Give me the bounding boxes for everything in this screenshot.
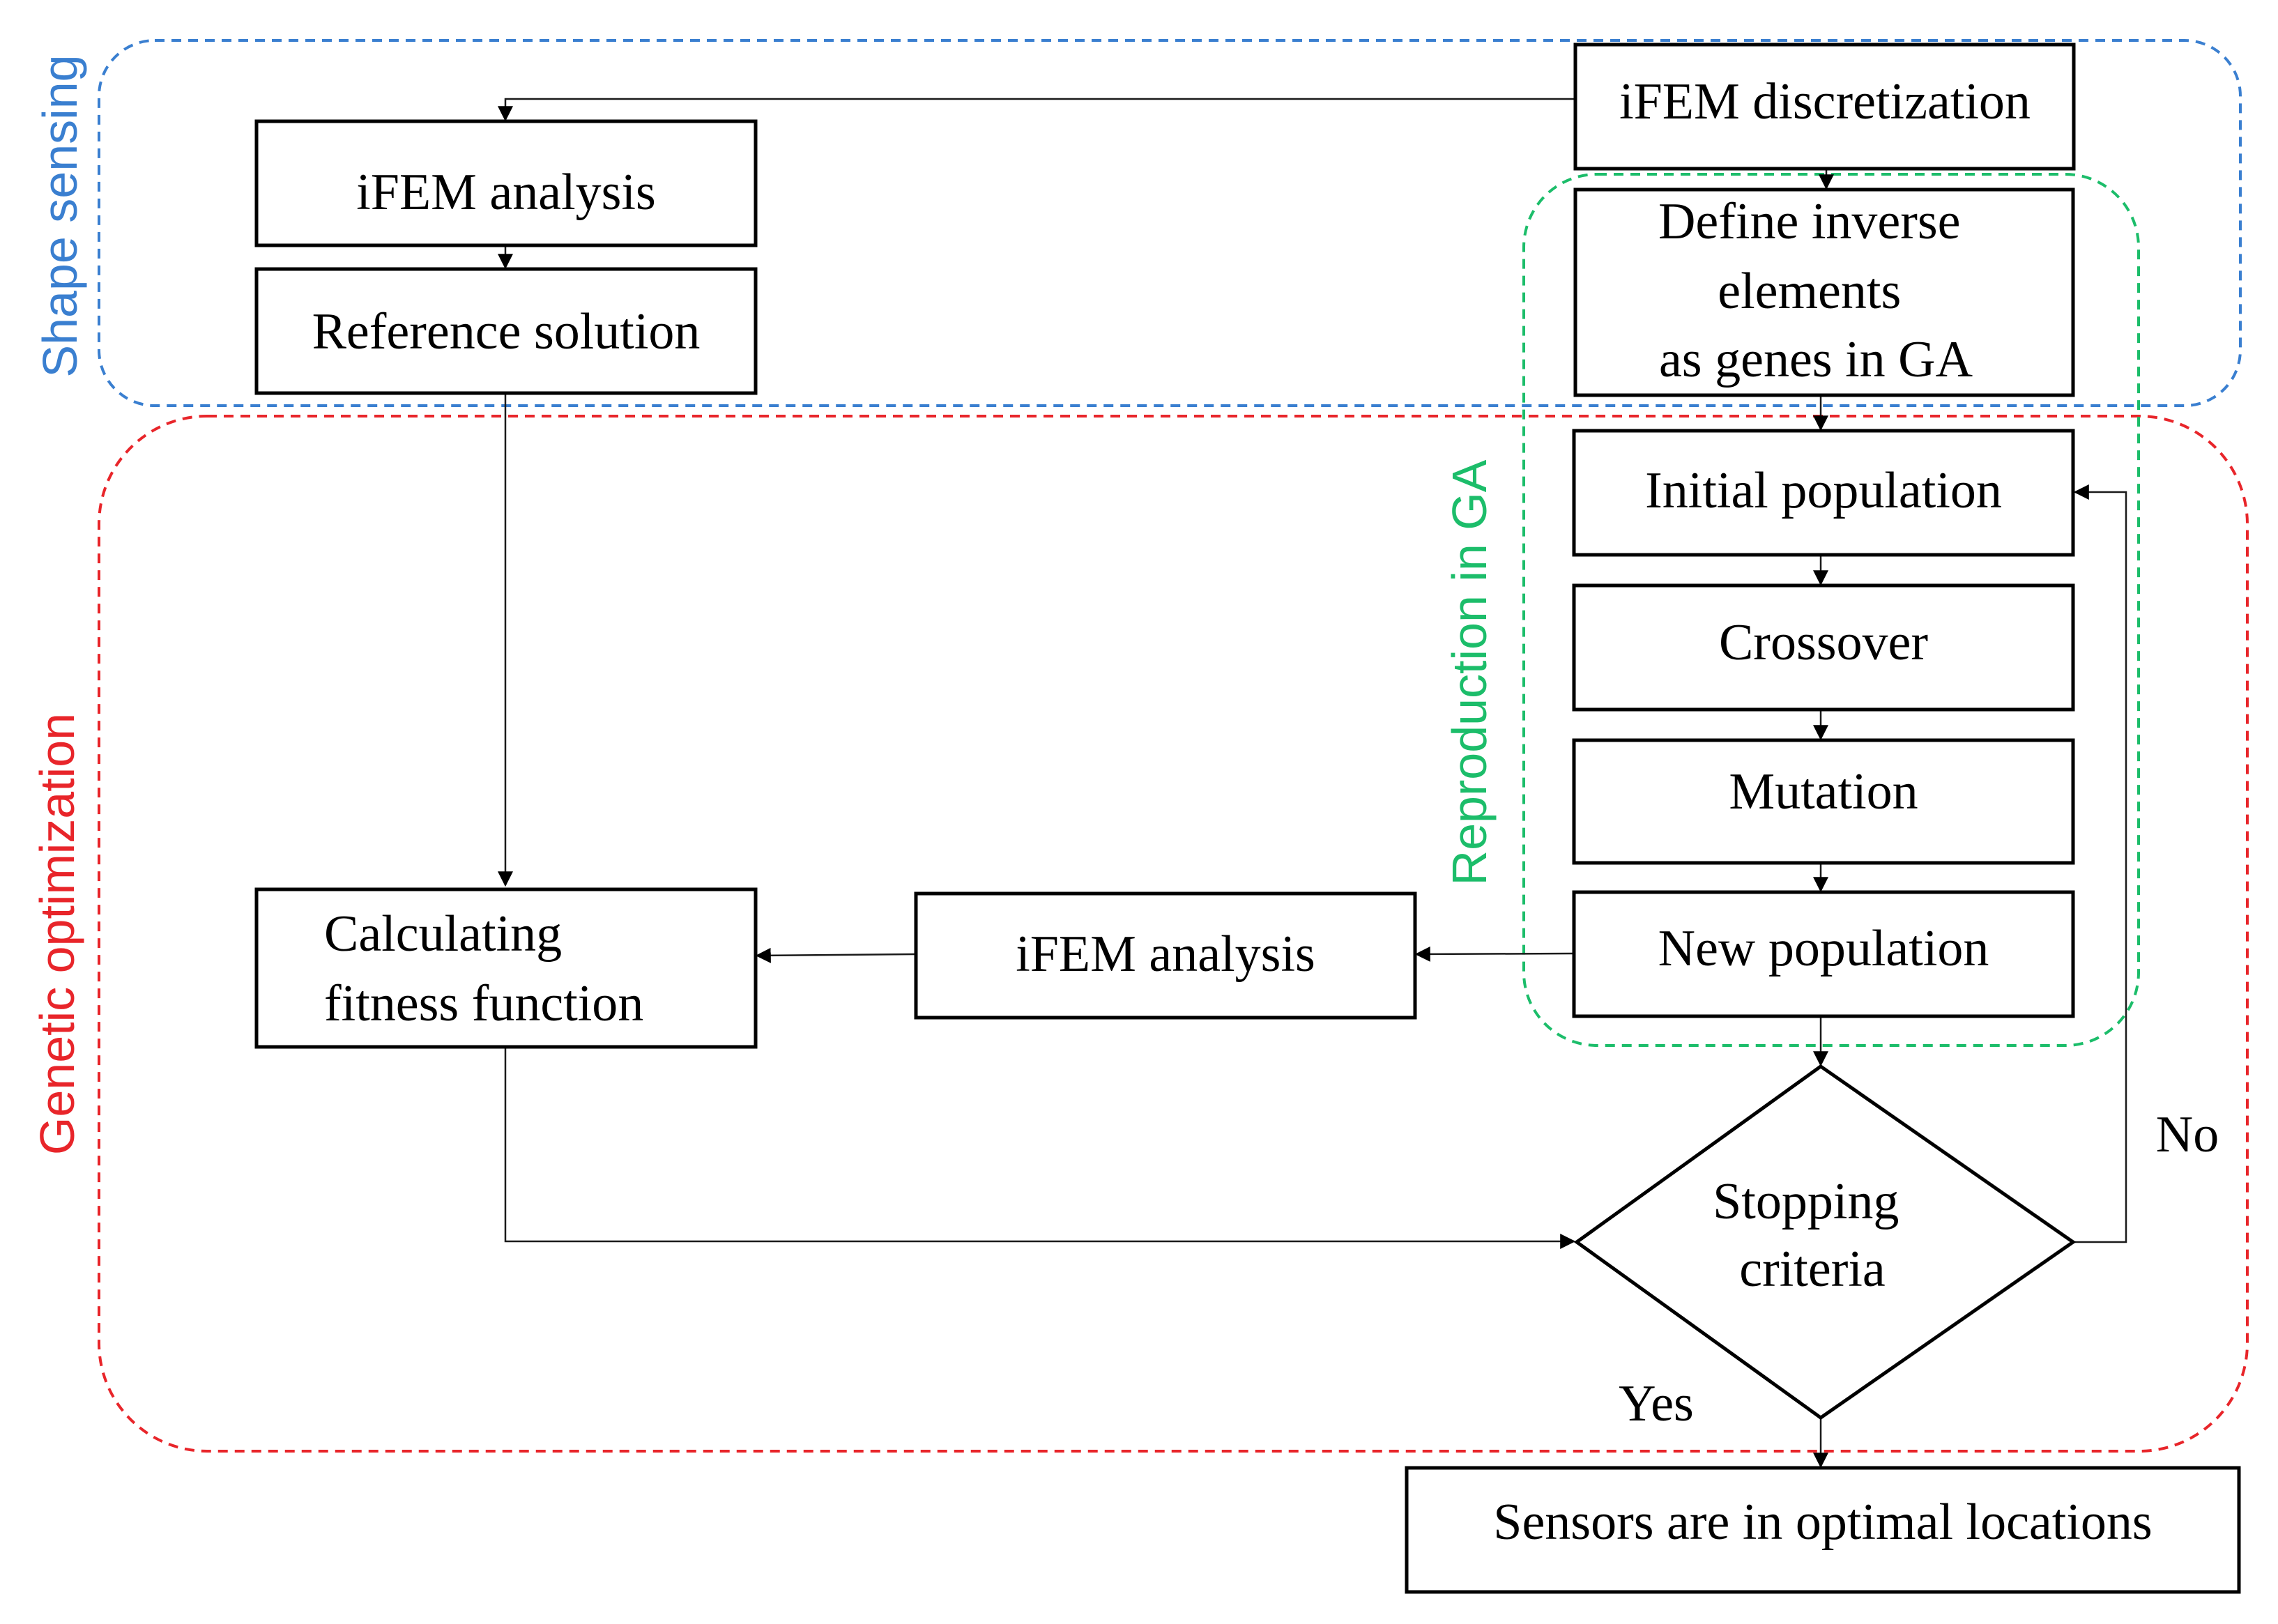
label-crossover: Crossover bbox=[1719, 614, 1928, 671]
label-define-inverse-line-1: Define inverse bbox=[1658, 193, 1961, 250]
label-define-inverse-line-3: as genes in GA bbox=[1659, 331, 1973, 388]
label-ifem-analysis-mid: iFEM analysis bbox=[1016, 926, 1315, 983]
group-genetic-optimization bbox=[98, 415, 2249, 1453]
label-yes: Yes bbox=[1619, 1375, 1694, 1432]
edge-ifem-analysis-to-fitness bbox=[755, 947, 915, 963]
group-label-genetic-optimization: Genetic optimization bbox=[30, 713, 84, 1155]
box-new-population bbox=[1572, 890, 2075, 1018]
label-reference-solution: Reference solution bbox=[312, 303, 701, 360]
group-label-reproduction: Reproduction in GA bbox=[1442, 459, 1497, 885]
label-initial-population: Initial population bbox=[1645, 462, 2002, 519]
label-no: No bbox=[2156, 1106, 2219, 1163]
label-sensors-optimal: Sensors are in optimal locations bbox=[1493, 1494, 2152, 1551]
box-reference-solution bbox=[254, 267, 758, 395]
edge-stopping-no-to-initial bbox=[2073, 484, 2127, 1243]
group-shape-sensing bbox=[98, 39, 2242, 407]
label-define-inverse-line-2: elements bbox=[1718, 263, 1901, 320]
label-define-inverse-elements: Define inverse elements as genes in GA bbox=[1658, 193, 1973, 388]
box-define-inverse-elements bbox=[1573, 187, 2075, 397]
label-mutation: Mutation bbox=[1729, 763, 1918, 820]
label-fitness-line-2: fitness function bbox=[324, 975, 643, 1032]
label-stopping-line-1: Stopping bbox=[1713, 1173, 1899, 1230]
edge-discretization-to-ifem-analysis bbox=[498, 98, 1574, 122]
box-initial-population bbox=[1572, 429, 2075, 557]
group-label-shape-sensing: Shape sensing bbox=[33, 54, 87, 377]
box-crossover bbox=[1572, 583, 2075, 712]
box-ifem-analysis-mid bbox=[914, 891, 1417, 1020]
label-calculating-fitness: Calculating fitness function bbox=[324, 905, 643, 1032]
box-mutation bbox=[1572, 738, 2075, 865]
box-sensors-optimal bbox=[1405, 1466, 2241, 1594]
label-stopping-criteria: Stopping criteria bbox=[1713, 1173, 1912, 1298]
label-stopping-line-2: criteria bbox=[1739, 1241, 1886, 1298]
edge-new-population-to-ifem-analysis bbox=[1414, 946, 1575, 962]
label-ifem-analysis-top: iFEM analysis bbox=[356, 164, 656, 221]
box-calculating-fitness bbox=[254, 887, 758, 1049]
label-fitness-line-1: Calculating bbox=[324, 905, 562, 963]
decision-stopping-criteria bbox=[1573, 1064, 2077, 1420]
label-new-population: New population bbox=[1658, 920, 1989, 977]
box-ifem-discretization bbox=[1573, 43, 2076, 171]
label-ifem-discretization: iFEM discretization bbox=[1619, 73, 2031, 130]
edge-fitness-to-stopping bbox=[504, 1047, 1576, 1249]
box-ifem-analysis-top bbox=[254, 119, 758, 247]
group-reproduction bbox=[1522, 173, 2140, 1047]
